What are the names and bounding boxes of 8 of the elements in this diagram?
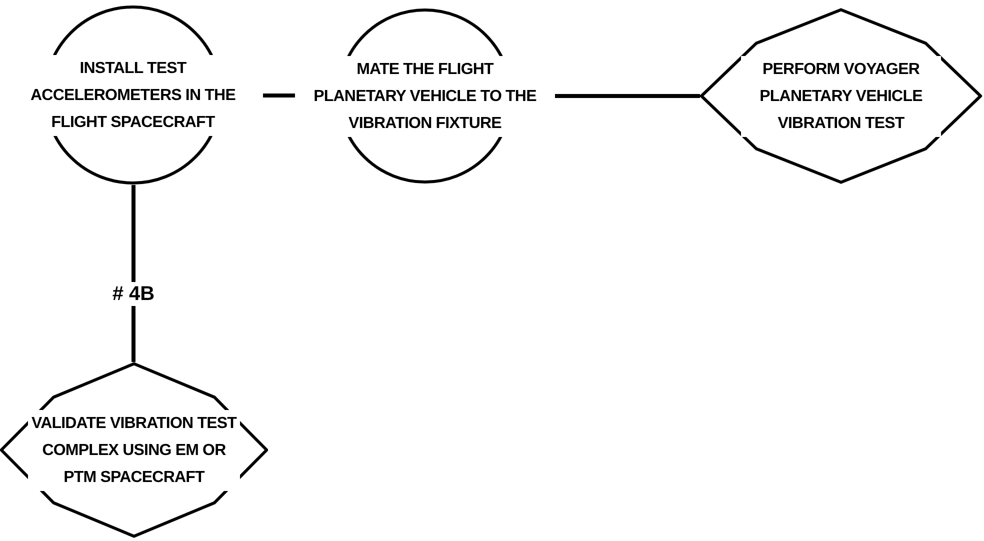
connector-line [132, 185, 136, 362]
step-text: MATE THE FLIGHT PLANETARY VEHICLE TO THE VIBRATION FIXTURE [312, 56, 538, 136]
step-text: PERFORM VOYAGER PLANETARY VEHICLE VIBRATION TEST [741, 56, 941, 136]
connector-line [263, 94, 295, 98]
process-octagon [0, 362, 268, 538]
step-text: VALIDATE VIBRATION TEST COMPLEX USING EM OR PTM SPACECRAFT [28, 410, 240, 490]
connector-line [555, 94, 700, 98]
process-octagon [700, 8, 982, 184]
